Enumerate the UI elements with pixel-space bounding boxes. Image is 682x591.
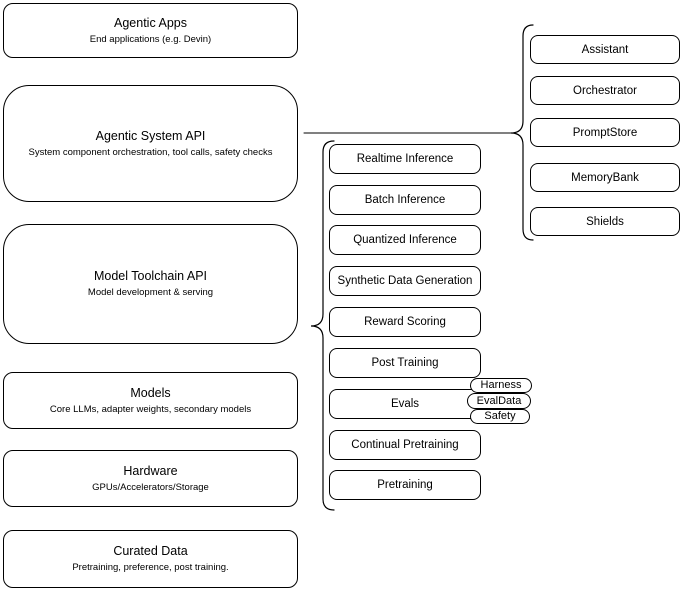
tag-label: EvalData bbox=[476, 394, 522, 407]
node-model-toolchain-api: Model Toolchain API Model development & … bbox=[3, 224, 298, 344]
node-orchestrator: Orchestrator bbox=[530, 76, 680, 105]
tag-label: Safety bbox=[484, 410, 516, 422]
node-title: Hardware bbox=[123, 463, 178, 478]
node-label: Synthetic Data Generation bbox=[337, 275, 473, 287]
node-label: Shields bbox=[586, 215, 624, 228]
node-memorybank: MemoryBank bbox=[530, 163, 680, 192]
node-title: Agentic Apps bbox=[114, 15, 187, 30]
node-subtitle: End applications (e.g. Devin) bbox=[89, 33, 212, 45]
node-continual-pretraining: Continual Pretraining bbox=[329, 430, 481, 460]
node-label: Pretraining bbox=[377, 479, 433, 491]
node-pretraining: Pretraining bbox=[329, 470, 481, 500]
node-shields: Shields bbox=[530, 207, 680, 236]
tag-evaldata: EvalData bbox=[467, 393, 531, 409]
node-synthetic-data-generation: Synthetic Data Generation bbox=[329, 266, 481, 296]
node-batch-inference: Batch Inference bbox=[329, 185, 481, 215]
node-reward-scoring: Reward Scoring bbox=[329, 307, 481, 337]
node-realtime-inference: Realtime Inference bbox=[329, 144, 481, 174]
node-label: Reward Scoring bbox=[364, 316, 446, 328]
tag-label: Harness bbox=[480, 379, 522, 391]
node-promptstore: PromptStore bbox=[530, 118, 680, 147]
tag-harness: Harness bbox=[470, 378, 532, 393]
node-assistant: Assistant bbox=[530, 35, 680, 64]
node-label: Orchestrator bbox=[573, 84, 637, 97]
node-label: MemoryBank bbox=[571, 171, 639, 184]
node-subtitle: Core LLMs, adapter weights, secondary mo… bbox=[49, 403, 252, 415]
node-label: Realtime Inference bbox=[356, 153, 454, 165]
node-subtitle: Pretraining, preference, post training. bbox=[72, 562, 229, 573]
node-post-training: Post Training bbox=[329, 348, 481, 378]
node-label: Quantized Inference bbox=[353, 234, 457, 246]
node-evals: Evals bbox=[329, 389, 481, 419]
node-hardware: Hardware GPUs/Accelerators/Storage bbox=[3, 450, 298, 507]
node-subtitle: System component orchestration, tool cal… bbox=[28, 146, 273, 158]
node-subtitle: GPUs/Accelerators/Storage bbox=[92, 481, 209, 493]
node-label: Post Training bbox=[371, 357, 439, 369]
node-label: PromptStore bbox=[572, 126, 638, 139]
node-label: Continual Pretraining bbox=[351, 439, 459, 451]
tag-safety: Safety bbox=[470, 409, 530, 424]
node-title: Models bbox=[130, 385, 171, 400]
node-agentic-system-api: Agentic System API System component orch… bbox=[3, 85, 298, 202]
node-curated-data: Curated Data Pretraining, preference, po… bbox=[3, 530, 298, 588]
node-quantized-inference: Quantized Inference bbox=[329, 225, 481, 255]
node-title: Curated Data bbox=[113, 544, 188, 558]
node-agentic-apps: Agentic Apps End applications (e.g. Devi… bbox=[3, 3, 298, 58]
node-title: Model Toolchain API bbox=[93, 269, 208, 283]
node-subtitle: Model development & serving bbox=[87, 287, 214, 298]
node-title: Agentic System API bbox=[95, 128, 206, 143]
node-label: Assistant bbox=[581, 43, 629, 56]
node-models: Models Core LLMs, adapter weights, secon… bbox=[3, 372, 298, 429]
node-label: Evals bbox=[390, 398, 420, 410]
node-label: Batch Inference bbox=[364, 194, 446, 206]
